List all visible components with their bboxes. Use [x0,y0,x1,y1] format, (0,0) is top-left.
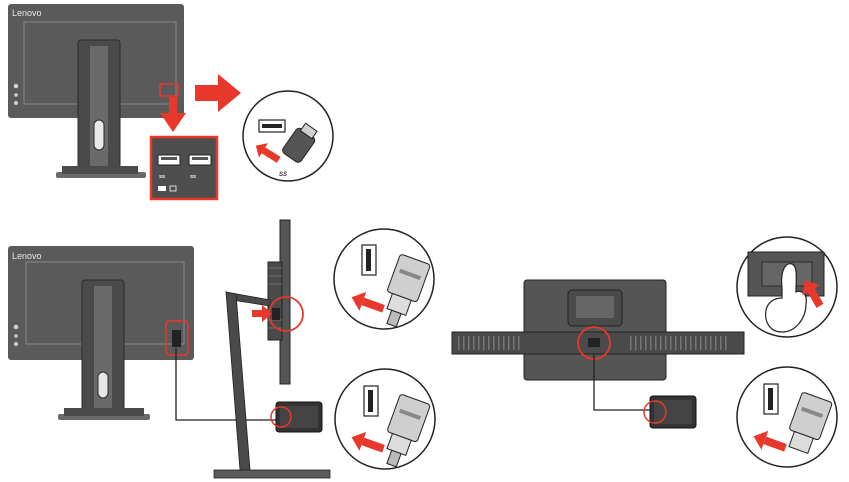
monitor-side-view [214,220,330,478]
usb-port-closeup: SS SS [151,137,217,199]
usb-port-label-2: SS [190,174,196,179]
usb-plug-zoom-top [334,229,434,331]
brand-logo-2: Lenovo [12,251,42,261]
usb-logo-label: SS [279,172,287,178]
usb-flash-drive-zoom: SS [243,91,333,181]
usb-plug-zoom-bottom [335,369,435,471]
usb-plug-zoom-right [737,367,837,467]
finger-press-zoom [737,237,837,337]
brand-logo: Lenovo [12,8,42,18]
monitor-bottom-view [452,280,744,428]
usb-port-label-1: SS [159,174,165,179]
external-drive-icon [271,402,322,432]
arrow-right-icon [195,74,241,112]
